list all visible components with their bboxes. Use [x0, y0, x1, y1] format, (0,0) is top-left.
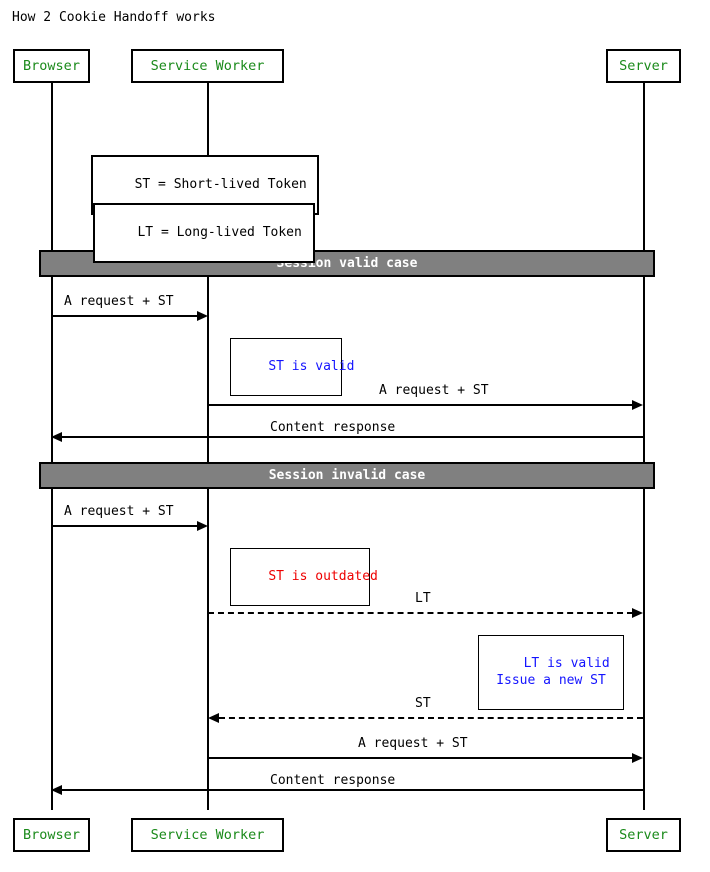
participant-label: Browser	[23, 58, 80, 74]
message-label-m2: A request + ST	[379, 383, 489, 398]
note-text: LT is valid Issue a new ST	[496, 656, 610, 688]
message-line-m2	[208, 404, 633, 406]
message-label-m8: Content response	[270, 773, 396, 788]
message-line-m6	[219, 717, 643, 719]
section-divider-session-invalid: Session invalid case	[39, 462, 655, 489]
participant-label: Browser	[23, 827, 80, 843]
message-arrowhead-m3	[51, 432, 62, 442]
lifeline-service-worker	[207, 83, 209, 810]
message-arrowhead-m2	[632, 400, 643, 410]
section-label: Session invalid case	[268, 468, 426, 483]
page-title: How 2 Cookie Handoff works	[12, 10, 216, 25]
message-label-m4: A request + ST	[64, 504, 174, 519]
message-label-m7: A request + ST	[358, 736, 468, 751]
message-arrowhead-m4	[197, 521, 208, 531]
message-arrowhead-m7	[632, 753, 643, 763]
message-label-m1: A request + ST	[64, 294, 174, 309]
lifeline-browser	[51, 83, 53, 810]
lifeline-server	[643, 83, 645, 810]
participant-server-bottom[interactable]: Server	[606, 818, 681, 852]
participant-label: Server	[619, 58, 668, 74]
participant-server-top[interactable]: Server	[606, 49, 681, 83]
participant-label: Service Worker	[150, 827, 265, 843]
message-line-m5	[208, 612, 633, 614]
message-line-m7	[208, 757, 633, 759]
participant-label: Server	[619, 827, 668, 843]
message-arrowhead-m6	[208, 713, 219, 723]
note-text: LT = Long-lived Token	[137, 225, 302, 240]
participant-browser-bottom[interactable]: Browser	[13, 818, 90, 852]
message-arrowhead-m8	[51, 785, 62, 795]
note-text: ST is valid	[268, 359, 355, 374]
message-label-m5: LT	[415, 591, 431, 606]
note-st-is-outdated: ST is outdated	[230, 548, 378, 606]
message-arrowhead-m1	[197, 311, 208, 321]
message-line-m4	[52, 525, 198, 527]
participant-browser-top[interactable]: Browser	[13, 49, 90, 83]
participant-service-worker-top[interactable]: Service Worker	[131, 49, 284, 83]
note-long-lived-token: LT = Long-lived Token	[93, 203, 315, 263]
note-text: ST is outdated	[268, 569, 378, 584]
message-label-m6: ST	[415, 696, 431, 711]
participant-service-worker-bottom[interactable]: Service Worker	[131, 818, 284, 852]
message-label-m3: Content response	[270, 420, 396, 435]
note-text: ST = Short-lived Token	[134, 177, 307, 192]
message-line-m1	[52, 315, 198, 317]
message-arrowhead-m5	[632, 608, 643, 618]
participant-label: Service Worker	[150, 58, 265, 74]
note-st-is-valid: ST is valid	[230, 338, 354, 396]
message-line-m3	[62, 436, 643, 438]
message-line-m8	[62, 789, 643, 791]
note-lt-is-valid-issue-new-st: LT is valid Issue a new ST	[478, 635, 624, 710]
